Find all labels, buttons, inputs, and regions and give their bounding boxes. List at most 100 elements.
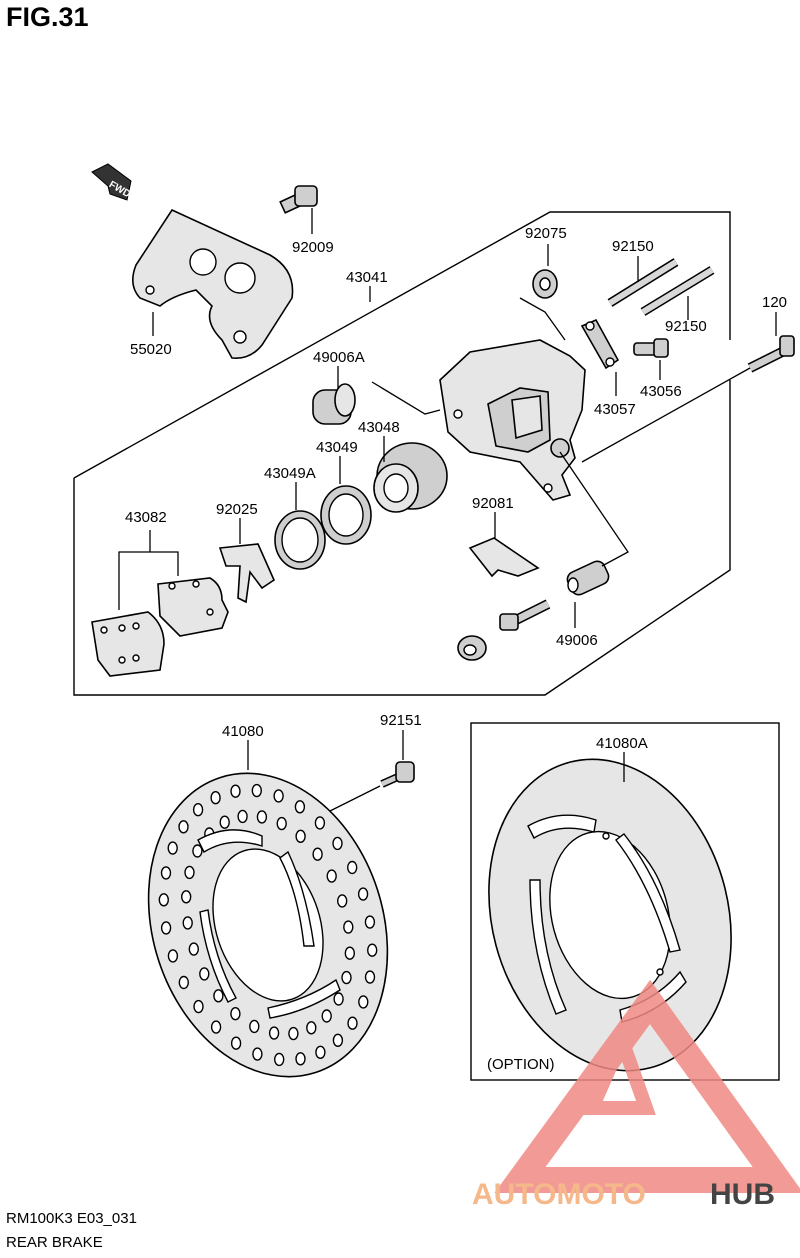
disc-drill-hole	[312, 847, 323, 861]
fwd-arrow-icon: FWD	[91, 163, 132, 201]
disc-drill-hole	[178, 975, 190, 990]
disc-drill-hole	[332, 836, 343, 851]
option-frame	[470, 722, 780, 1081]
pin-92150-a	[607, 258, 679, 307]
disc-drill-hole	[230, 784, 241, 798]
disc-drill-hole	[364, 970, 376, 984]
disc-drill-hole	[364, 915, 376, 929]
disc-drill-hole	[343, 920, 354, 934]
label-49006: 49006	[556, 632, 598, 649]
bolt-92009	[279, 185, 318, 214]
disc-drill-hole	[188, 942, 200, 956]
disc-drill-hole	[274, 1052, 285, 1067]
disc-drill-hole	[210, 791, 221, 805]
boot-92075	[532, 269, 558, 299]
disc-drill-hole	[344, 946, 355, 960]
label-43056: 43056	[640, 383, 682, 400]
footer-diagram-code: RM100K3 E03_031	[6, 1210, 137, 1227]
disc-drill-hole	[332, 1033, 344, 1048]
disc-drill-hole	[268, 1026, 280, 1040]
disc-drill-hole	[252, 1047, 263, 1061]
disc-drill-hole	[182, 916, 193, 930]
disc-drill-hole	[210, 1020, 222, 1034]
label-92081: 92081	[472, 495, 514, 512]
label-92151: 92151	[380, 712, 422, 729]
disc-drill-hole	[251, 783, 262, 798]
watermark-text-a: AUTOMOTO	[472, 1178, 646, 1211]
label-43082: 43082	[125, 509, 167, 526]
disc-drill-hole	[230, 1036, 242, 1050]
label-43048: 43048	[358, 419, 400, 436]
disc-drill-hole	[219, 815, 230, 829]
bolt-part	[499, 599, 551, 631]
disc-drill-hole	[321, 1009, 332, 1023]
label-92025: 92025	[216, 501, 258, 518]
brake-disc-41080A	[488, 758, 732, 1072]
bracket-55020	[132, 208, 294, 360]
seal-49006A	[312, 383, 356, 425]
option-label: (OPTION)	[487, 1056, 555, 1073]
disc-drill-hole	[256, 810, 268, 824]
disc-drill-hole	[295, 829, 306, 843]
seal-43049	[320, 485, 372, 545]
disc-drill-hole	[192, 844, 203, 858]
piston-43048	[373, 442, 448, 513]
bolt-120	[747, 335, 795, 373]
disc-drill-hole	[347, 1016, 358, 1030]
label-43049A: 43049A	[264, 465, 316, 482]
disc-drill-hole	[230, 1007, 241, 1021]
washer-part	[457, 635, 487, 661]
label-41080: 41080	[222, 723, 264, 740]
plate-92081	[468, 537, 540, 578]
seal-43049A	[274, 510, 326, 570]
disc-drill-hole	[193, 999, 204, 1014]
disc-drill-hole	[341, 970, 352, 985]
disc-drill-hole	[199, 967, 210, 981]
watermark-logo-icon	[494, 979, 800, 1193]
disc-drill-hole	[333, 992, 344, 1006]
footer-diagram-name: REAR BRAKE	[6, 1234, 103, 1251]
disc-drill-hole	[249, 1019, 260, 1034]
label-43041: 43041	[346, 269, 388, 286]
caliper-body	[439, 339, 586, 501]
disc-drill-hole	[295, 1052, 306, 1066]
disc-drill-hole	[213, 989, 224, 1003]
disc-drill-hole	[184, 865, 195, 880]
label-55020: 55020	[130, 341, 172, 358]
label-92150-a: 92150	[612, 238, 654, 255]
bleeder-43057	[580, 318, 620, 370]
disc-drill-hole	[357, 887, 369, 901]
disc-drill-hole	[306, 1021, 317, 1035]
spring-92025	[218, 543, 276, 604]
disc-drill-hole	[180, 890, 192, 904]
label-43057: 43057	[594, 401, 636, 418]
disc-drill-hole	[158, 893, 170, 907]
watermark-text-b: HUB	[710, 1178, 775, 1211]
disc-drill-hole	[160, 866, 172, 880]
disc-drill-hole	[160, 921, 172, 935]
label-92075: 92075	[525, 225, 567, 242]
disc-drill-hole	[192, 803, 204, 817]
disc-drill-hole	[273, 789, 284, 803]
disc-drill-hole	[167, 949, 179, 963]
disc-drill-hole	[276, 816, 287, 831]
label-120: 120	[762, 294, 787, 311]
disc-drill-hole	[294, 800, 306, 814]
disc-drill-hole	[358, 995, 369, 1009]
disc-drill-hole	[367, 943, 378, 957]
disc-drill-hole	[314, 816, 326, 830]
pin-92150-b	[640, 266, 715, 316]
label-92150-b: 92150	[665, 318, 707, 335]
label-41080A: 41080A	[596, 735, 648, 752]
caliper-assembly-frame	[73, 211, 731, 696]
figure-title: FIG.31	[6, 2, 89, 32]
disc-drill-hole	[167, 841, 178, 855]
disc-drill-hole	[178, 820, 189, 834]
disc-drill-hole	[326, 869, 337, 883]
boot-49006	[566, 560, 610, 596]
label-49006A: 49006A	[313, 349, 365, 366]
disc-drill-hole	[347, 860, 358, 875]
label-92009: 92009	[292, 239, 334, 256]
disc-drill-hole	[237, 809, 248, 824]
